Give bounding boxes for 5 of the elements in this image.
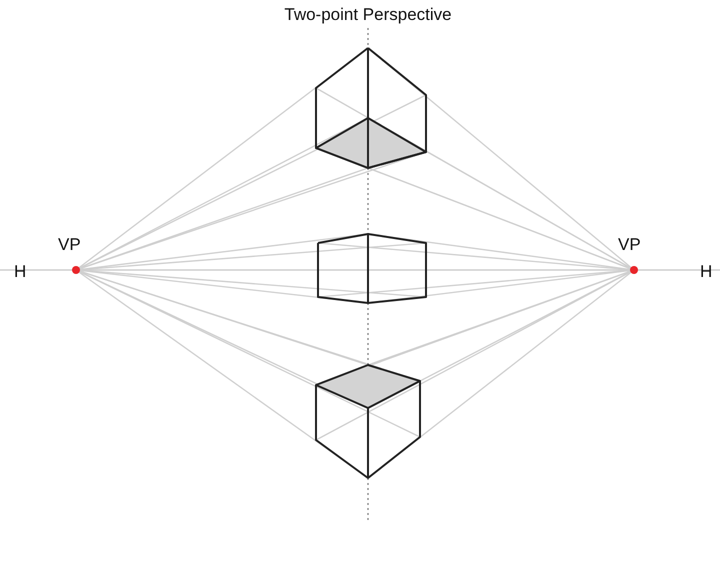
diagram-title: Two-point Perspective <box>284 6 452 23</box>
vanishing-point-label: VP <box>618 236 641 253</box>
horizon-label: H <box>14 263 26 280</box>
vanishing-point-label: VP <box>58 236 81 253</box>
horizon-label: H <box>700 263 712 280</box>
